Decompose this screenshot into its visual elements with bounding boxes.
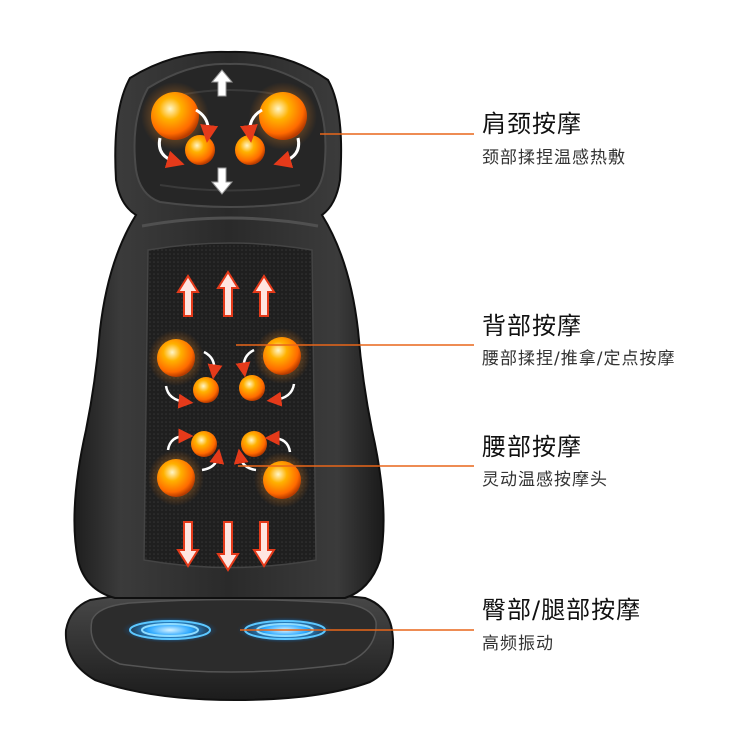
label-hip-subtitle: 高频振动 <box>482 634 554 654</box>
back-up-arrows <box>176 270 276 317</box>
arrow-down-icon <box>210 167 234 195</box>
label-waist-subtitle: 灵动温感按摩头 <box>482 470 608 490</box>
neck-massage-heads <box>141 82 317 169</box>
label-back-subtitle: 腰部揉捏/推拿/定点按摩 <box>482 349 676 369</box>
rotation-arrow-icon <box>203 350 223 380</box>
back-massage-heads <box>148 328 310 409</box>
label-neck-title: 肩颈按摩 <box>482 110 582 138</box>
arrow-up-icon <box>210 69 234 97</box>
seat-vibration-zones <box>122 617 333 643</box>
label-back-title: 背部按摩 <box>482 312 582 340</box>
label-neck-subtitle: 颈部揉捏温感热敷 <box>482 148 626 168</box>
label-waist-title: 腰部按摩 <box>482 433 582 461</box>
back-down-arrows <box>176 521 276 572</box>
callout-lines <box>236 133 474 631</box>
label-hip-title: 臀部/腿部按摩 <box>482 596 642 624</box>
